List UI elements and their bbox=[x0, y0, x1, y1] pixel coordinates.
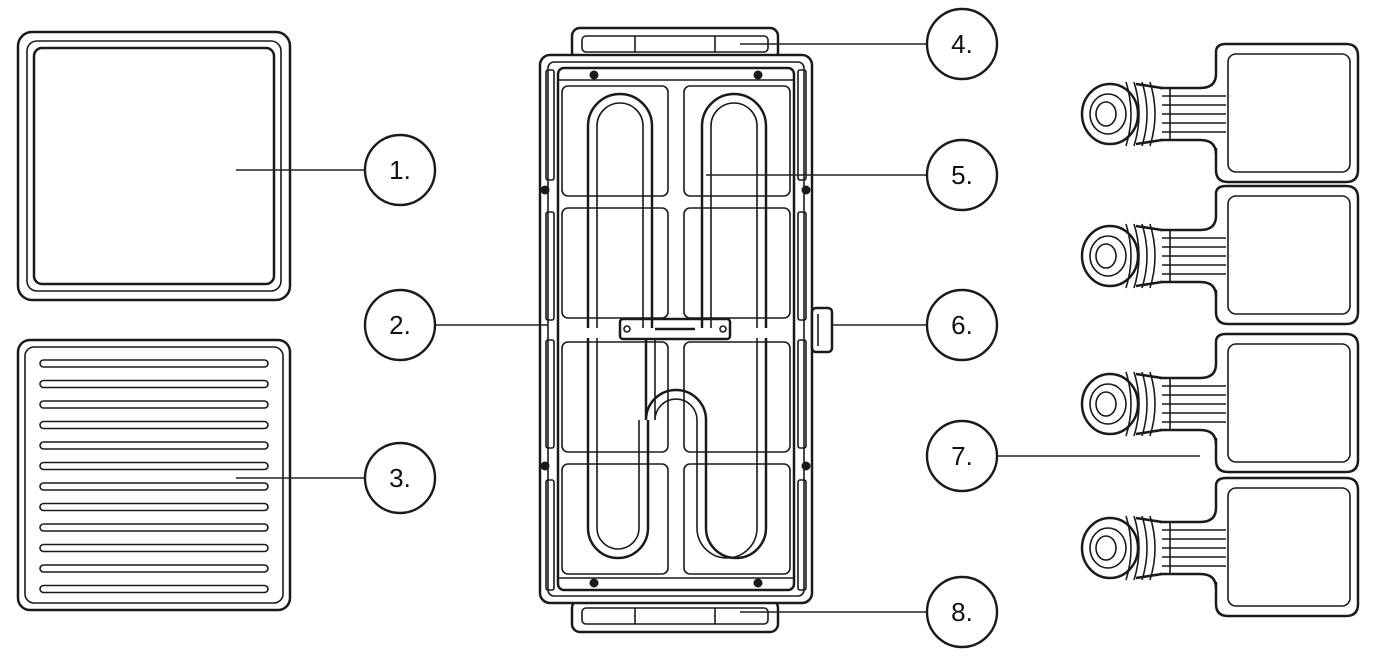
callout-3: 3. bbox=[363, 441, 437, 515]
grill-slot bbox=[39, 502, 269, 512]
screws bbox=[540, 70, 811, 588]
grill-slot bbox=[39, 420, 269, 430]
mini-pan bbox=[1080, 42, 1360, 184]
grill-slot bbox=[39, 523, 269, 532]
grill-slot bbox=[39, 482, 269, 491]
callout-label-3: 3. bbox=[389, 463, 411, 493]
grill-slot bbox=[39, 461, 269, 471]
callout-5: 5. bbox=[925, 138, 999, 212]
grill-slot bbox=[39, 584, 269, 594]
grill-slot bbox=[39, 400, 269, 409]
grill-slot bbox=[39, 359, 269, 368]
mini-pan bbox=[1080, 184, 1360, 326]
mini-pan bbox=[1080, 476, 1360, 618]
callout-8: 8. bbox=[925, 575, 999, 649]
heating-element bbox=[586, 92, 768, 560]
part-base-unit bbox=[538, 26, 834, 634]
callout-label-2: 2. bbox=[389, 310, 411, 340]
bottom-handle bbox=[570, 598, 780, 634]
grill-slot bbox=[39, 543, 269, 553]
grill-slot bbox=[39, 441, 269, 450]
callout-label-6: 6. bbox=[951, 310, 973, 340]
callout-1: 1. bbox=[363, 133, 437, 207]
callout-label-4: 4. bbox=[951, 29, 973, 59]
grill-slots bbox=[39, 359, 269, 594]
control-knob bbox=[810, 306, 834, 354]
callout-7: 7. bbox=[925, 419, 999, 493]
grill-slot bbox=[39, 379, 269, 389]
callout-6: 6. bbox=[925, 288, 999, 362]
callout-2: 2. bbox=[363, 288, 437, 362]
part-flat-plate bbox=[16, 30, 292, 302]
callout-label-5: 5. bbox=[951, 160, 973, 190]
part-mini-pans bbox=[1080, 42, 1360, 618]
grill-slot bbox=[39, 564, 269, 573]
callout-label-8: 8. bbox=[951, 597, 973, 627]
leader-lines bbox=[236, 43, 1200, 613]
mini-pan bbox=[1080, 332, 1360, 474]
callout-4: 4. bbox=[925, 7, 999, 81]
part-grill-plate bbox=[16, 338, 292, 612]
callout-label-1: 1. bbox=[389, 155, 411, 185]
callout-label-7: 7. bbox=[951, 441, 973, 471]
